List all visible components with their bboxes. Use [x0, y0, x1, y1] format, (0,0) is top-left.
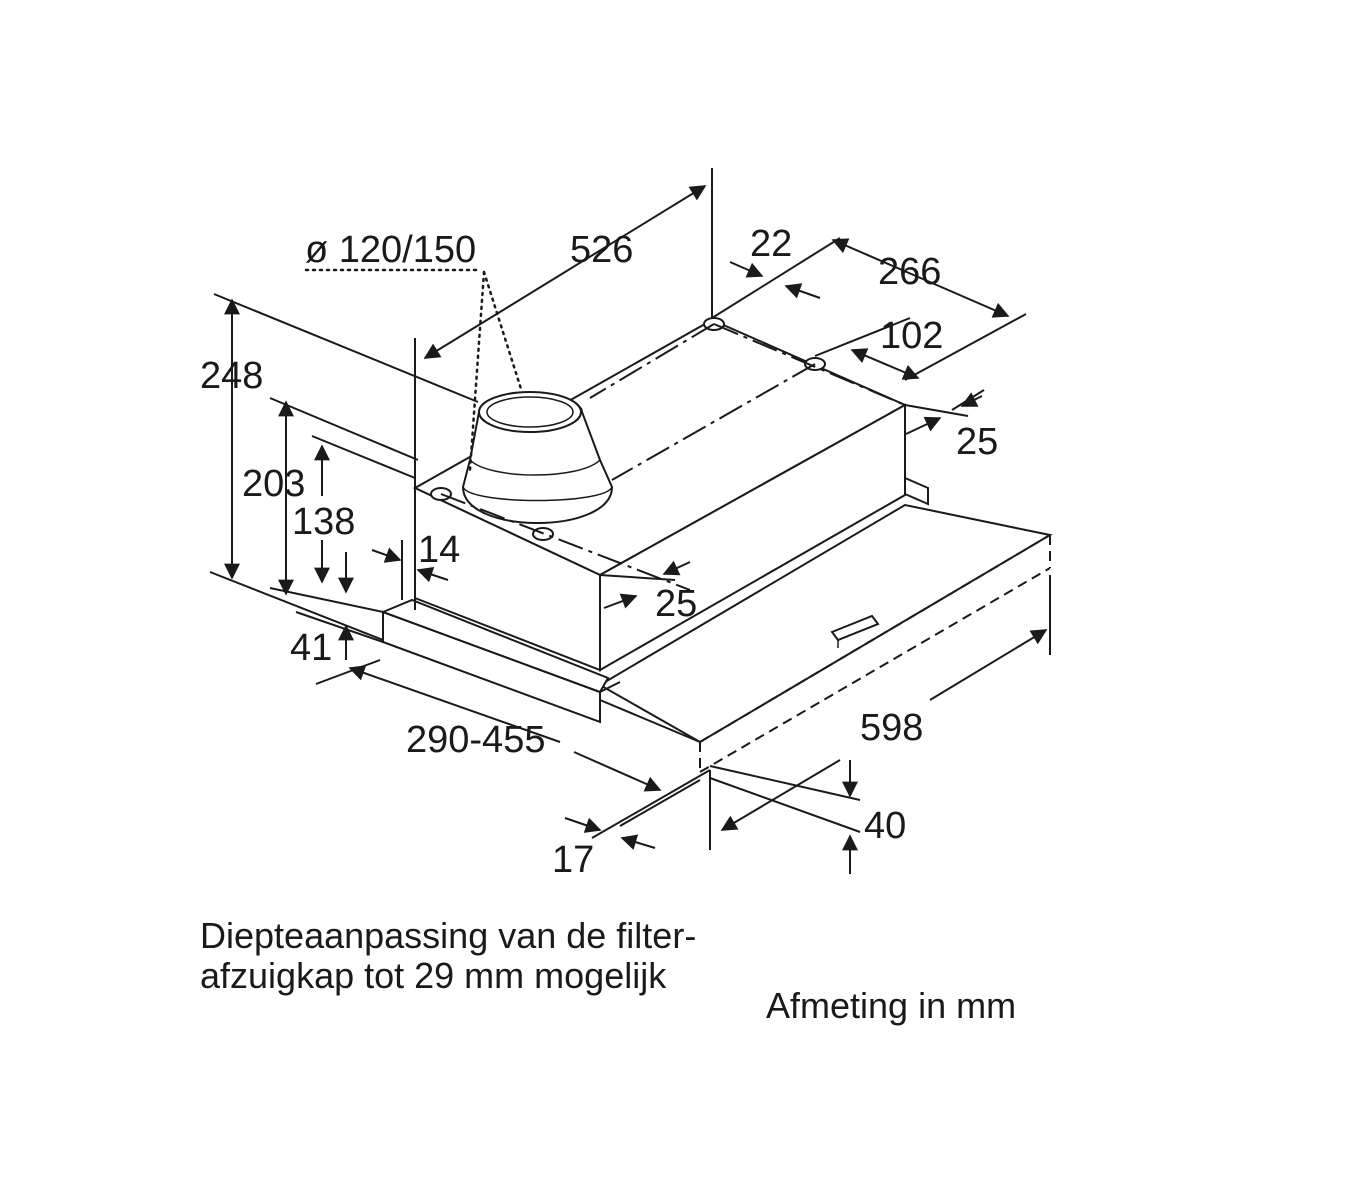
label-40: 40: [864, 805, 906, 847]
note-depth-line2: afzuigkap tot 29 mm mogelijk: [200, 955, 667, 996]
label-22: 22: [750, 223, 792, 265]
front-fascia: [380, 598, 621, 724]
filter-panel-extension: [598, 503, 1053, 773]
label-203: 203: [242, 463, 305, 505]
label-290-455: 290-455: [406, 719, 545, 761]
duct-collar: [461, 391, 614, 524]
fascia-top: [380, 598, 610, 694]
duct-opening: [478, 391, 582, 433]
label-526: 526: [570, 229, 633, 271]
label-248: 248: [200, 355, 263, 397]
note-units: Afmeting in mm: [766, 985, 1016, 1026]
label-266: 266: [878, 251, 941, 293]
label-14: 14: [418, 529, 460, 571]
notes: Diepteaanpassing van de filter- afzuigka…: [200, 915, 1016, 1026]
label-duct-diameter: ø 120/150: [305, 229, 476, 271]
panel-grip: [830, 614, 880, 642]
label-25-front: 25: [655, 583, 697, 625]
label-138: 138: [292, 501, 355, 543]
dimension-labels: ø 120/150 526 22 266 102 25 248 203 138 …: [200, 223, 998, 881]
label-102: 102: [880, 315, 943, 357]
label-41: 41: [290, 627, 332, 669]
label-25-right: 25: [956, 421, 998, 463]
rear-bracket: [904, 476, 929, 506]
label-17: 17: [552, 839, 594, 881]
dimension-lines: [209, 168, 1051, 874]
note-depth-line1: Diepteaanpassing van de filter-: [200, 915, 696, 956]
label-598: 598: [860, 707, 923, 749]
